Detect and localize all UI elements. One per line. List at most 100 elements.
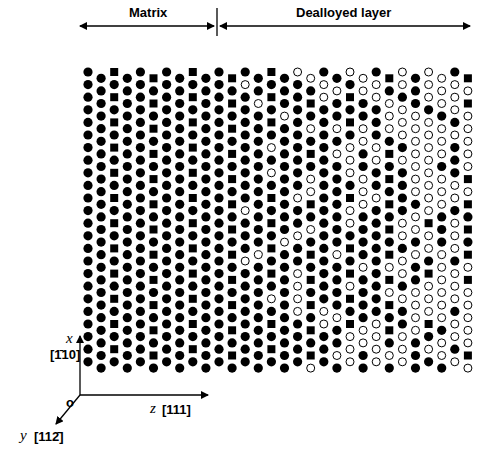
vacant-atom xyxy=(412,226,420,234)
filled-atom xyxy=(162,168,171,177)
filled-atom xyxy=(267,130,276,139)
axis-direction: [112̄] xyxy=(34,430,64,444)
filled-atom xyxy=(411,263,420,272)
square-atom xyxy=(110,345,118,353)
filled-atom xyxy=(254,212,263,221)
filled-atom xyxy=(149,338,158,347)
vacant-atom xyxy=(412,125,420,133)
vacant-atom xyxy=(307,226,315,234)
vacant-atom xyxy=(438,137,446,145)
square-atom xyxy=(110,194,118,202)
filled-atom xyxy=(359,364,368,373)
filled-atom xyxy=(214,80,223,89)
filled-atom xyxy=(188,357,197,366)
filled-atom xyxy=(175,263,184,272)
filled-atom xyxy=(332,364,341,373)
filled-atom xyxy=(385,137,394,146)
square-atom xyxy=(267,244,275,252)
vacant-atom xyxy=(425,81,433,89)
vacant-atom xyxy=(438,339,446,347)
filled-atom xyxy=(97,212,106,221)
square-atom xyxy=(150,301,158,309)
filled-atom xyxy=(136,118,145,127)
filled-atom xyxy=(254,124,263,133)
filled-atom xyxy=(136,130,145,139)
vacant-atom xyxy=(425,244,433,252)
filled-atom xyxy=(424,357,433,366)
vacant-atom xyxy=(451,333,459,341)
vacant-atom xyxy=(464,314,472,322)
square-atom xyxy=(346,320,354,328)
square-atom xyxy=(189,68,197,76)
filled-atom xyxy=(254,364,263,373)
filled-atom xyxy=(280,263,289,272)
filled-atom xyxy=(110,231,119,240)
filled-atom xyxy=(97,175,106,184)
axis-direction: [1̄10] xyxy=(50,348,80,362)
vacant-atom xyxy=(294,295,302,303)
square-atom xyxy=(189,320,197,328)
filled-atom xyxy=(385,187,394,196)
filled-atom xyxy=(228,187,237,196)
filled-atom xyxy=(437,238,446,247)
filled-atom xyxy=(345,130,354,139)
vacant-atom xyxy=(425,68,433,76)
filled-atom xyxy=(97,74,106,83)
filled-atom xyxy=(123,187,132,196)
filled-atom xyxy=(228,364,237,373)
filled-atom xyxy=(201,364,210,373)
vacant-atom xyxy=(425,207,433,215)
filled-atom xyxy=(83,282,92,291)
vacant-atom xyxy=(398,333,406,341)
square-atom xyxy=(385,150,393,158)
filled-atom xyxy=(359,225,368,234)
filled-atom xyxy=(306,212,315,221)
filled-atom xyxy=(162,332,171,341)
vacant-atom xyxy=(451,181,459,189)
filled-atom xyxy=(214,93,223,102)
vacant-atom xyxy=(346,333,354,341)
origin-label: o xyxy=(66,396,74,410)
square-atom xyxy=(110,295,118,303)
filled-atom xyxy=(136,181,145,190)
filled-atom xyxy=(319,181,328,190)
filled-atom xyxy=(136,156,145,165)
filled-atom xyxy=(110,181,119,190)
filled-atom xyxy=(450,256,459,265)
square-atom xyxy=(346,270,354,278)
filled-atom xyxy=(110,156,119,165)
filled-atom xyxy=(201,288,210,297)
filled-atom xyxy=(319,193,328,202)
axis-variable: y xyxy=(20,427,27,444)
filled-atom xyxy=(162,130,171,139)
filled-atom xyxy=(345,80,354,89)
vacant-atom xyxy=(359,175,367,183)
filled-atom xyxy=(385,238,394,247)
filled-atom xyxy=(162,244,171,253)
filled-atom xyxy=(175,250,184,259)
filled-atom xyxy=(372,256,381,265)
filled-atom xyxy=(162,67,171,76)
vacant-atom xyxy=(241,207,249,215)
vacant-atom xyxy=(307,175,315,183)
vacant-atom xyxy=(267,144,275,152)
vacant-atom xyxy=(281,238,289,246)
filled-atom xyxy=(201,112,210,121)
filled-atom xyxy=(162,256,171,265)
vacant-atom xyxy=(346,207,354,215)
filled-atom xyxy=(136,282,145,291)
filled-atom xyxy=(110,256,119,265)
square-atom xyxy=(267,320,275,328)
vacant-atom xyxy=(359,263,367,271)
filled-atom xyxy=(332,238,341,247)
filled-atom xyxy=(254,338,263,347)
filled-atom xyxy=(214,307,223,316)
square-atom xyxy=(228,125,236,133)
vacant-atom xyxy=(333,125,341,133)
filled-atom xyxy=(214,282,223,291)
vacant-atom xyxy=(425,131,433,139)
filled-atom xyxy=(149,162,158,171)
filled-atom xyxy=(228,137,237,146)
filled-atom xyxy=(83,67,92,76)
filled-atom xyxy=(280,99,289,108)
